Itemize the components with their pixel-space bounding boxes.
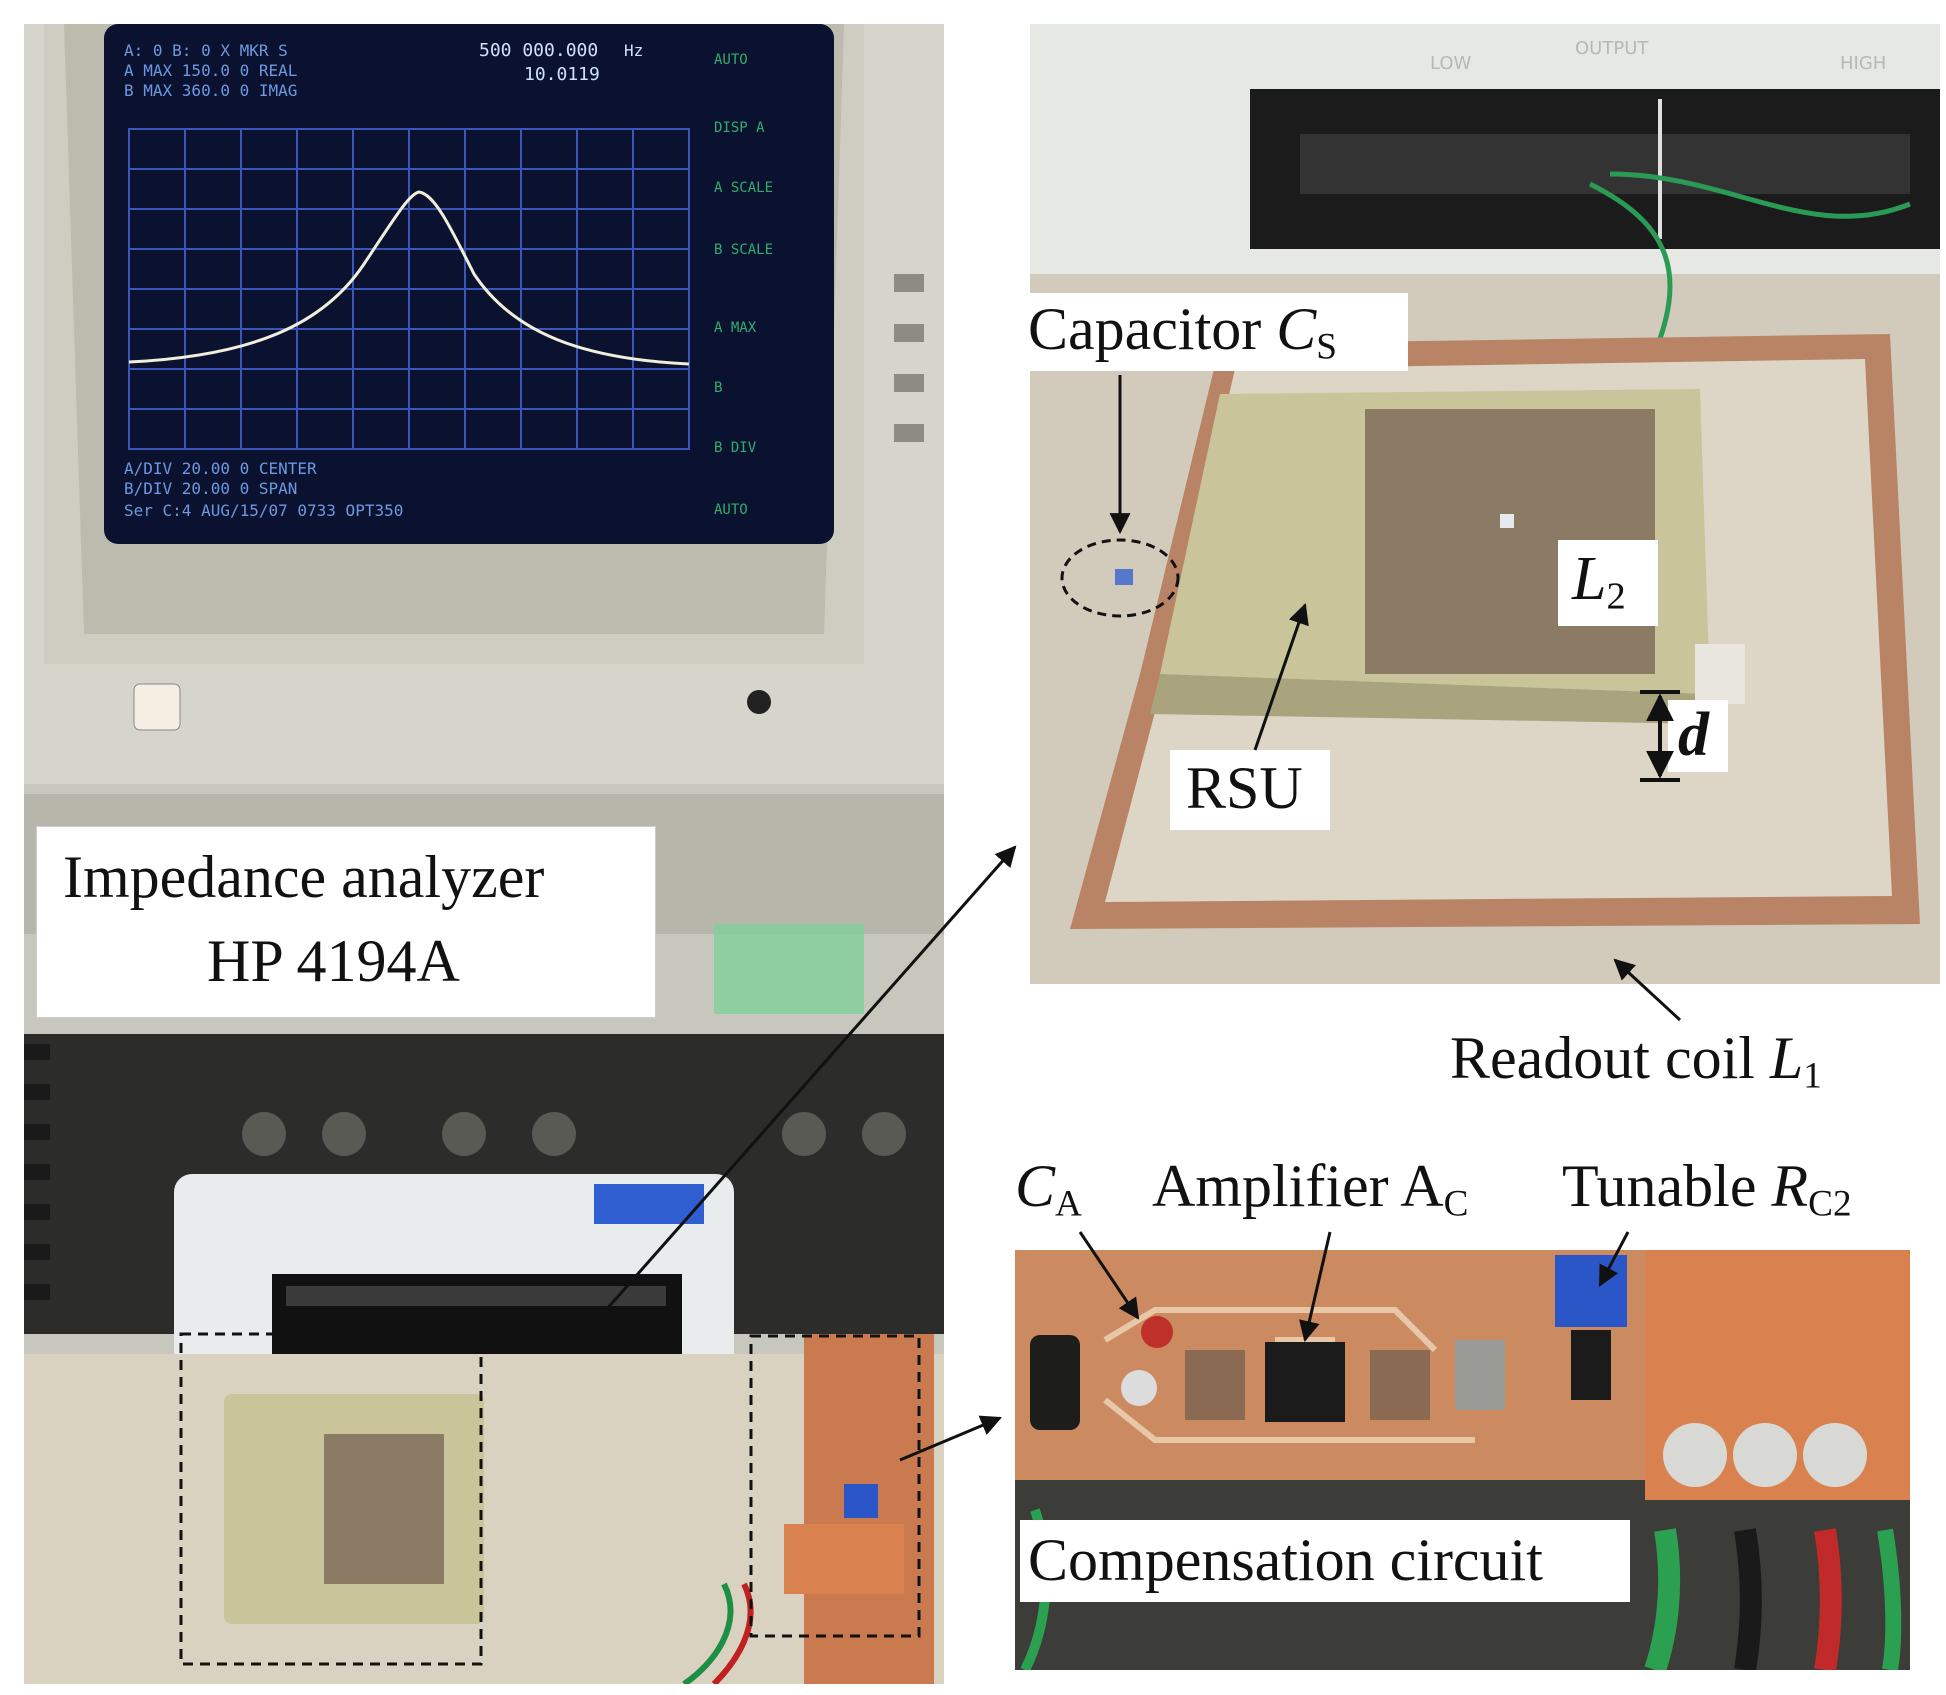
arrow-icon bbox=[899, 1415, 1002, 1462]
svg-text:B DIV: B DIV bbox=[714, 440, 757, 456]
amplifier-label-text: Amplifier A bbox=[1152, 1153, 1444, 1219]
circuit-region-box bbox=[749, 1334, 921, 1638]
ca-subscript: A bbox=[1055, 1183, 1082, 1225]
tunable-symbol: R bbox=[1771, 1153, 1809, 1219]
resonance-trace bbox=[128, 190, 690, 366]
readout-coil-subscript: 1 bbox=[1803, 1055, 1822, 1097]
l2-subscript: 2 bbox=[1606, 575, 1626, 618]
svg-text:B/DIV 20.00 0 SPAN: B/DIV 20.00 0 SPAN bbox=[124, 479, 297, 498]
l2-symbol: L bbox=[1572, 545, 1607, 613]
amplifier-subscript: C bbox=[1443, 1183, 1469, 1225]
sensor-photo: LOW OUTPUT HIGH bbox=[1030, 24, 1940, 984]
amplifier-label: Amplifier AC bbox=[1152, 1152, 1512, 1232]
analyzer-label-line2: HP 4194A bbox=[207, 928, 460, 994]
front-panel-knob[interactable] bbox=[747, 690, 771, 714]
svg-text:A MAX: A MAX bbox=[714, 320, 757, 336]
arrow-icon bbox=[1078, 1231, 1140, 1320]
svg-text:A: 0 B: 0 X MKR S: A: 0 B: 0 X MKR S bbox=[124, 41, 288, 60]
screen-value-readout: 10.0119 bbox=[524, 64, 600, 85]
svg-text:B: B bbox=[714, 380, 722, 396]
svg-text:B SCALE: B SCALE bbox=[714, 242, 773, 258]
d-label: d bbox=[1668, 700, 1728, 772]
compensation-label: Compensation circuit bbox=[1020, 1520, 1630, 1602]
svg-text:HIGH: HIGH bbox=[1840, 53, 1886, 74]
ca-symbol: C bbox=[1015, 1153, 1056, 1219]
front-panel-button[interactable] bbox=[133, 683, 181, 731]
arrow-icon bbox=[1598, 1231, 1630, 1287]
arrow-icon bbox=[1299, 1231, 1332, 1343]
svg-text:Ser C:4 AUG/15/07 0733 OPT350: Ser C:4 AUG/15/07 0733 OPT350 bbox=[124, 501, 403, 520]
tunable-label-text: Tunable bbox=[1562, 1153, 1772, 1219]
readout-coil-symbol: L bbox=[1769, 1025, 1804, 1091]
capacitor-label-text: Capacitor bbox=[1028, 296, 1277, 362]
screen-frequency-readout: 500 000.000 bbox=[479, 40, 598, 61]
svg-text:LOW: LOW bbox=[1430, 53, 1472, 74]
tunable-label: Tunable RC2 bbox=[1562, 1152, 1917, 1232]
svg-text:A MAX 150.0 0 REAL: A MAX 150.0 0 REAL bbox=[124, 61, 297, 80]
ca-label: CA bbox=[1015, 1152, 1125, 1232]
arrow-icon bbox=[581, 845, 1017, 1337]
capacitor-subscript: S bbox=[1316, 326, 1337, 368]
svg-text:B MAX 360.0 0 IMAG: B MAX 360.0 0 IMAG bbox=[124, 81, 297, 100]
amplifier-chip bbox=[1265, 1342, 1345, 1422]
rsu-label: RSU bbox=[1170, 750, 1330, 830]
screen-frequency-unit: Hz bbox=[624, 41, 643, 60]
capacitor-symbol: C bbox=[1276, 296, 1317, 362]
screen-grid bbox=[128, 128, 690, 450]
svg-text:A SCALE: A SCALE bbox=[714, 180, 773, 196]
svg-text:A/DIV 20.00 0 CENTER: A/DIV 20.00 0 CENTER bbox=[124, 459, 317, 478]
capacitor-label: Capacitor CS bbox=[1028, 293, 1408, 371]
ca-capacitor bbox=[1030, 1335, 1080, 1430]
dashed-ellipse-icon bbox=[1060, 538, 1180, 618]
tunable-subscript: C2 bbox=[1808, 1183, 1852, 1225]
svg-text:AUTO: AUTO bbox=[714, 52, 748, 68]
svg-text:AUTO: AUTO bbox=[714, 502, 748, 518]
sensor-region-box bbox=[179, 1332, 483, 1666]
arrow-icon bbox=[1613, 958, 1682, 1022]
arrow-icon bbox=[1253, 603, 1309, 751]
analyzer-label-line1: Impedance analyzer bbox=[63, 844, 545, 910]
readout-coil-label: Readout coil L1 bbox=[1450, 1020, 1890, 1104]
readout-coil-label-text: Readout coil bbox=[1450, 1025, 1770, 1091]
svg-text:OUTPUT: OUTPUT bbox=[1575, 38, 1649, 59]
svg-text:DISP A: DISP A bbox=[714, 120, 765, 136]
analyzer-label: Impedance analyzer HP 4194A bbox=[36, 826, 656, 1018]
analyzer-photo: A: 0 B: 0 X MKR S A MAX 150.0 0 REAL B M… bbox=[24, 24, 944, 1684]
distance-marker bbox=[1640, 690, 1680, 782]
l2-label: L2 bbox=[1558, 540, 1658, 626]
d-symbol: d bbox=[1678, 701, 1709, 769]
